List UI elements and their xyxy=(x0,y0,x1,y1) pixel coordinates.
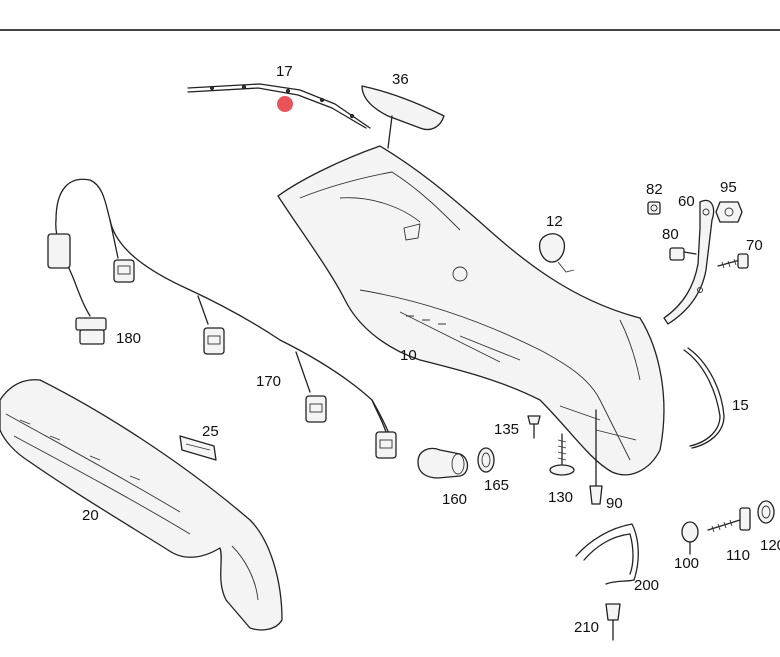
part-165-ring[interactable] xyxy=(477,447,495,473)
label-70: 70 xyxy=(746,237,763,254)
label-200: 200 xyxy=(634,577,659,594)
part-95-nut[interactable] xyxy=(715,201,743,223)
sensor-connector-1[interactable] xyxy=(113,259,135,283)
part-17-trim-strip[interactable] xyxy=(187,83,371,129)
label-17: 17 xyxy=(276,63,293,80)
label-210: 210 xyxy=(574,619,599,636)
part-130-screw[interactable] xyxy=(549,433,575,476)
label-20: 20 xyxy=(82,507,99,524)
part-25-clip[interactable] xyxy=(179,435,217,461)
label-130: 130 xyxy=(548,489,573,506)
part-120-washer[interactable] xyxy=(757,500,775,524)
part-210-clip[interactable] xyxy=(605,603,621,641)
label-90: 90 xyxy=(606,495,623,512)
part-36-reflector[interactable] xyxy=(361,85,445,149)
part-82-nut[interactable] xyxy=(647,201,661,215)
part-100-pin[interactable] xyxy=(681,521,699,555)
top-divider xyxy=(0,29,780,31)
label-165: 165 xyxy=(484,477,509,494)
label-135: 135 xyxy=(494,421,519,438)
part-10-bumper-cover[interactable] xyxy=(277,145,665,476)
part-90-rivet[interactable] xyxy=(589,409,603,505)
label-120: 120 xyxy=(760,537,780,554)
sensor-connector-3[interactable] xyxy=(305,395,327,423)
label-100: 100 xyxy=(674,555,699,572)
label-25: 25 xyxy=(202,423,219,440)
label-15: 15 xyxy=(732,397,749,414)
part-200-bracket[interactable] xyxy=(575,523,639,585)
sensor-connector-2[interactable] xyxy=(203,327,225,355)
part-110-bolt[interactable] xyxy=(707,507,751,533)
label-12: 12 xyxy=(546,213,563,230)
part-60-bracket[interactable] xyxy=(663,199,715,325)
label-60: 60 xyxy=(678,193,695,210)
part-160-sensor[interactable] xyxy=(417,447,469,479)
part-12-cover[interactable] xyxy=(538,233,575,273)
label-80: 80 xyxy=(662,226,679,243)
sensor-connector-4[interactable] xyxy=(375,431,397,459)
highlight-marker[interactable] xyxy=(277,96,293,112)
part-15-trim[interactable] xyxy=(683,347,725,449)
label-36: 36 xyxy=(392,71,409,88)
label-10: 10 xyxy=(400,347,417,364)
label-95: 95 xyxy=(720,179,737,196)
part-20-diffuser[interactable] xyxy=(0,379,283,631)
label-82: 82 xyxy=(646,181,663,198)
part-80-screw[interactable] xyxy=(669,247,697,261)
label-110: 110 xyxy=(726,547,750,564)
label-160: 160 xyxy=(442,491,467,508)
part-135-screw[interactable] xyxy=(527,415,541,439)
label-170: 170 xyxy=(256,373,281,390)
label-180: 180 xyxy=(116,330,141,347)
part-180-connector[interactable] xyxy=(47,233,107,345)
part-70-bolt[interactable] xyxy=(717,253,749,269)
